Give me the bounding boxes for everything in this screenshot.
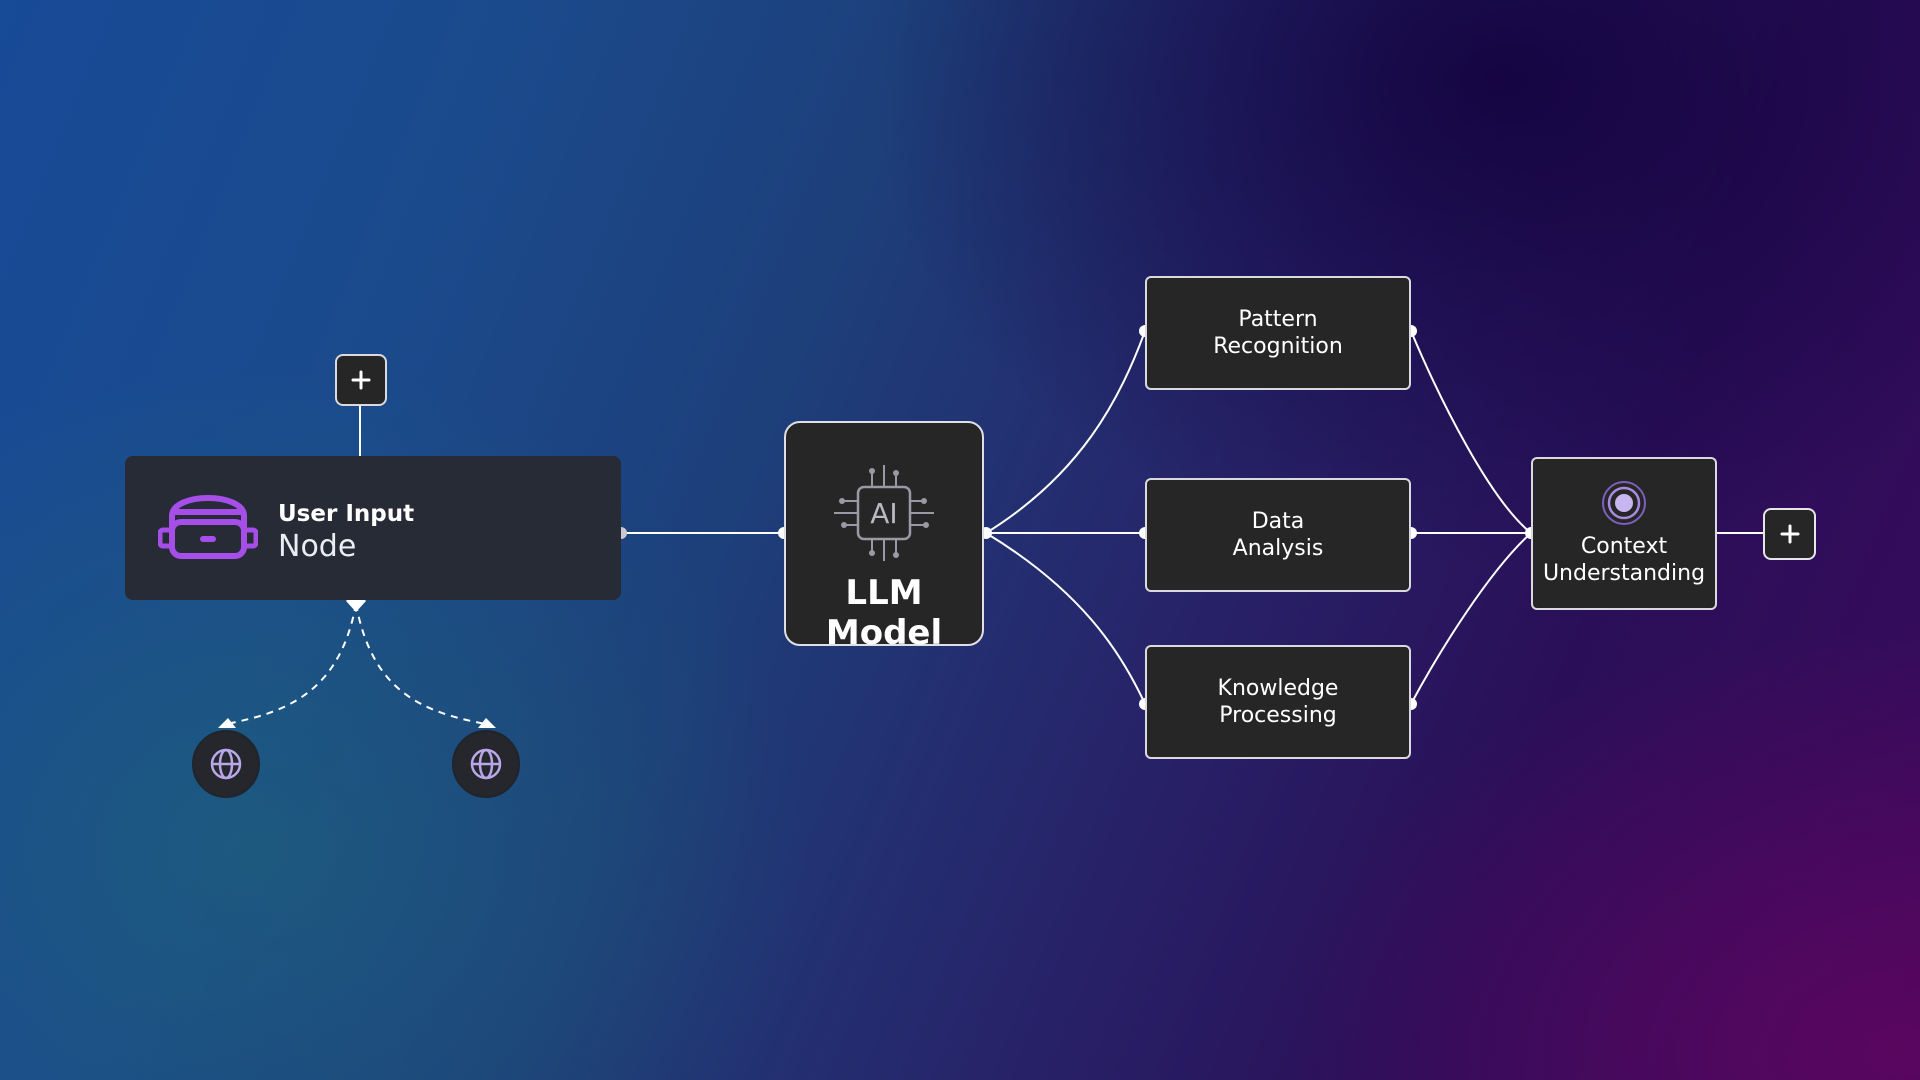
llm-model-label: LLM Model (825, 573, 943, 653)
ai-chip-icon: AI (834, 465, 934, 561)
llm-model-node[interactable]: AI LLM Model (784, 421, 984, 653)
add-node-button-top[interactable] (335, 354, 387, 406)
add-node-button-right[interactable] (1763, 508, 1816, 560)
data-label-line1: Data (1251, 509, 1305, 534)
knowledge-label-line2: Processing (1219, 703, 1337, 728)
pattern-label-line1: Pattern (1238, 307, 1318, 332)
globe-icon (210, 748, 242, 780)
user-input-subtitle: Node (278, 529, 357, 564)
knowledge-processing-label: Knowledge Processing (1218, 675, 1339, 729)
globe-node-right[interactable] (452, 730, 520, 798)
user-input-title: User Input (278, 501, 415, 527)
edge-llm-to-knowledge (985, 532, 1146, 705)
target-icon (1602, 481, 1646, 525)
edge-knowledge-to-context (1410, 532, 1532, 705)
context-understanding-node[interactable]: Context Understanding (1531, 457, 1717, 610)
edge-pattern-to-context (1410, 330, 1532, 534)
chip-label: AI (870, 497, 897, 530)
arrowhead-right-globe (478, 718, 496, 728)
edge-llm-to-pattern (985, 330, 1146, 534)
arrowhead-left-globe (218, 718, 236, 728)
globe-icon (470, 748, 502, 780)
edge-dashed-right-globe (355, 603, 487, 725)
pattern-label-line2: Recognition (1213, 334, 1343, 359)
data-label-line2: Analysis (1232, 536, 1324, 561)
context-label-line2: Understanding (1542, 561, 1706, 586)
headset-icon (158, 495, 258, 559)
user-input-node[interactable]: User Input Node (125, 456, 621, 600)
pattern-recognition-node[interactable]: Pattern Recognition (1145, 276, 1411, 390)
plus-icon (1780, 524, 1799, 544)
data-analysis-label: Data Analysis (1233, 508, 1324, 562)
globe-node-left[interactable] (192, 730, 260, 798)
knowledge-label-line1: Knowledge (1217, 676, 1339, 701)
pattern-recognition-label: Pattern Recognition (1213, 306, 1343, 360)
edge-dashed-left-globe (225, 603, 357, 725)
context-label-line1: Context (1580, 534, 1668, 559)
data-analysis-node[interactable]: Data Analysis (1145, 478, 1411, 592)
context-label: Context Understanding (1543, 533, 1705, 587)
plus-icon (351, 370, 371, 390)
knowledge-processing-node[interactable]: Knowledge Processing (1145, 645, 1411, 759)
